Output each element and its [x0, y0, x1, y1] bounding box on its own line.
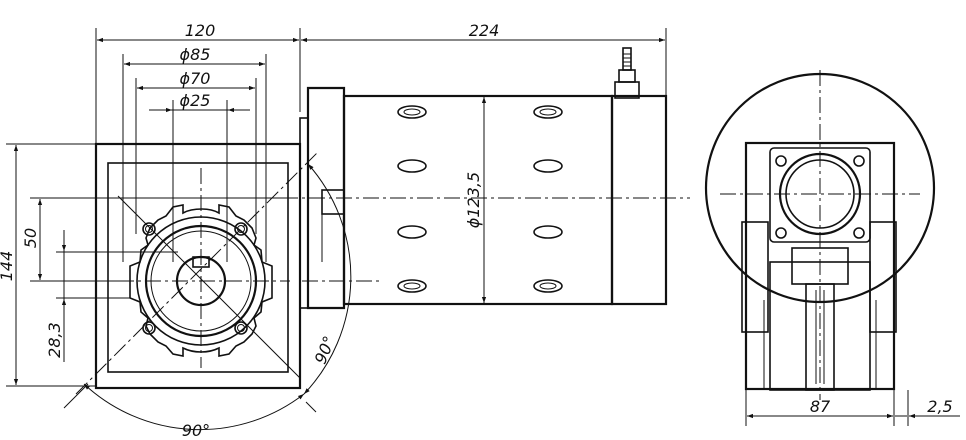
side-view [704, 70, 936, 400]
angle-arc-right [303, 163, 352, 395]
diagonal-center-a [75, 151, 319, 395]
dim-label-angle-bottom: 90° [182, 421, 210, 440]
dimension-labels: 120 224 ϕ85 ϕ70 ϕ25 ϕ123,5 144 50 28,3 9… [0, 21, 953, 440]
dim-label-dia-25: ϕ25 [180, 91, 211, 110]
terminal-post [614, 47, 640, 99]
angle-arc-bottom [83, 383, 305, 431]
dim-label-120: 120 [185, 21, 216, 40]
diagonal-center-b [117, 195, 301, 379]
dim-label-144: 144 [0, 251, 16, 282]
motor-end-cap [610, 94, 668, 306]
dim-label-50: 50 [21, 228, 40, 248]
dim-label-dia-85: ϕ85 [180, 45, 211, 64]
dim-label-dia-70: ϕ70 [180, 69, 211, 88]
vent-slots [397, 105, 563, 293]
front-view [63, 142, 352, 431]
dim-label-2-5: 2,5 [927, 397, 952, 416]
dimension-lines [6, 28, 960, 426]
dim-label-28-3: 28,3 [45, 322, 64, 358]
side-left-lug [741, 221, 769, 333]
dim-label-224: 224 [469, 21, 500, 40]
motor-view [160, 47, 690, 310]
motor-flange [306, 86, 346, 310]
gearbox-inner-frame [107, 162, 289, 373]
side-shaft [805, 283, 835, 391]
dim-label-dia-123-5: ϕ123,5 [464, 172, 483, 228]
adapter-plate-thin [299, 117, 309, 309]
dim-label-87: 87 [810, 397, 831, 416]
bolt-holes [142, 222, 248, 335]
dim-label-angle-right: 90° [311, 333, 339, 366]
